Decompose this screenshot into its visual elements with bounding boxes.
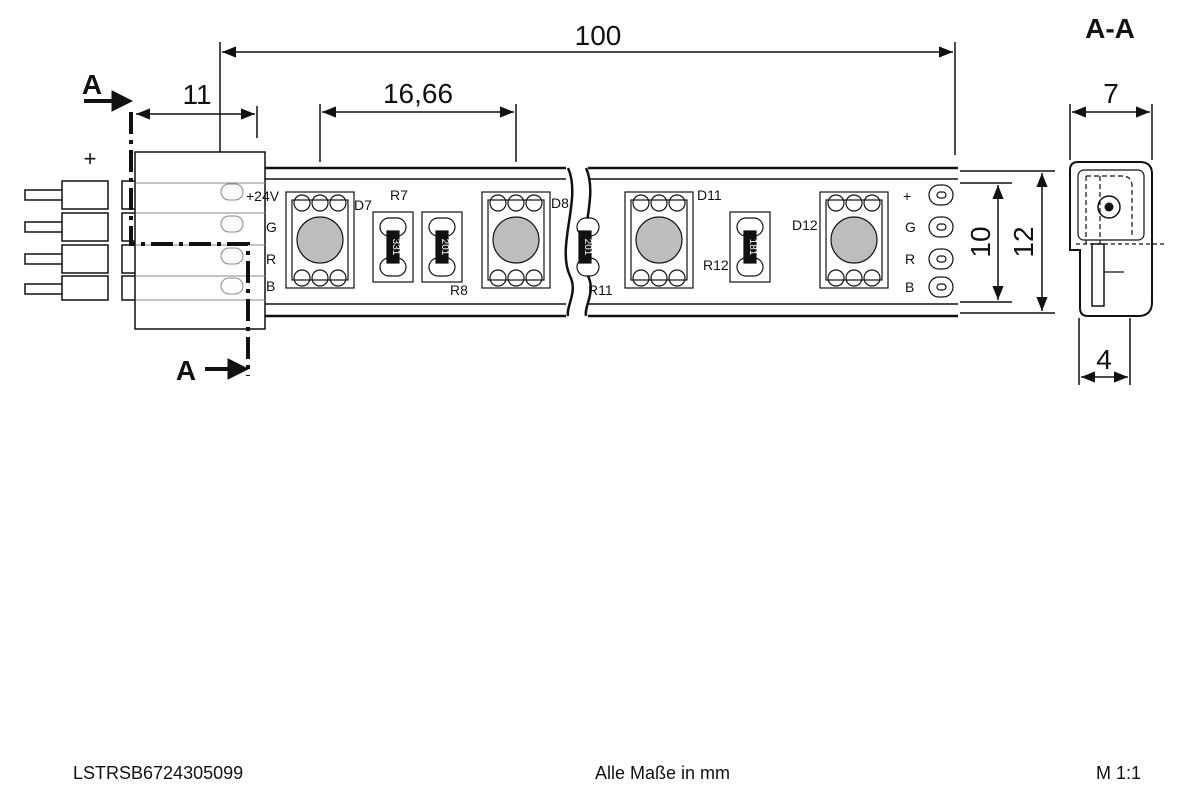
dim-strip-total-width: 12 <box>1008 226 1039 257</box>
footer-units-note: Alle Maße in mm <box>595 763 731 783</box>
section-marker-top: A <box>82 69 102 100</box>
label-r11: R11 <box>588 282 613 298</box>
resistor-code-r8: 201 <box>439 239 450 256</box>
label-r7: R7 <box>390 187 408 203</box>
resistor-code-r12: 181 <box>747 239 758 256</box>
connector-plus-label: + <box>84 146 97 171</box>
section-line <box>84 90 250 380</box>
resistor-code-r11: 201 <box>582 239 593 256</box>
connector-pin-g: G <box>266 219 277 235</box>
footer-article-code: LSTRSB6724305099 <box>73 763 244 783</box>
connector-voltage-label: +24V <box>246 188 280 204</box>
resistor-code-r7: 331 <box>390 239 401 256</box>
resistor-r11 <box>576 217 600 277</box>
end-pad-r: R <box>905 251 915 267</box>
led-d12 <box>819 191 889 289</box>
end-pad-g: G <box>905 219 916 235</box>
connector-pin-r: R <box>266 251 276 267</box>
led-d8 <box>481 191 551 289</box>
footer-scale: M 1:1 <box>1096 763 1142 783</box>
section-marker-bottom: A <box>176 355 196 386</box>
resistor-r7 <box>372 211 414 283</box>
end-pads <box>928 184 954 298</box>
section-title: A-A <box>1085 13 1135 44</box>
connector-pin-b: B <box>266 278 275 294</box>
led-d11 <box>624 191 694 289</box>
label-d8: D8 <box>551 195 569 211</box>
led-d7 <box>285 191 355 289</box>
dim-led-pitch: 16,66 <box>383 78 453 109</box>
end-pad-b: B <box>905 279 914 295</box>
label-d7: D7 <box>354 197 372 213</box>
resistor-r12 <box>729 211 771 283</box>
connector-pins <box>24 180 137 301</box>
dim-connector-length: 11 <box>182 79 211 110</box>
end-pad-plus: + <box>903 188 911 204</box>
resistor-r8 <box>421 211 463 283</box>
dimension-lines <box>136 42 1153 385</box>
label-d12: D12 <box>792 217 818 233</box>
dim-profile-inner-width: 4 <box>1096 344 1112 375</box>
dim-total-length: 100 <box>575 20 622 51</box>
label-d11: D11 <box>697 187 722 203</box>
dim-profile-width: 7 <box>1103 78 1119 109</box>
label-r8: R8 <box>450 282 468 298</box>
strip-outline <box>265 166 958 318</box>
dim-strip-width: 10 <box>965 226 996 257</box>
connector-housing <box>134 151 266 330</box>
cross-section-profile <box>1069 161 1166 317</box>
label-r12: R12 <box>703 257 729 273</box>
